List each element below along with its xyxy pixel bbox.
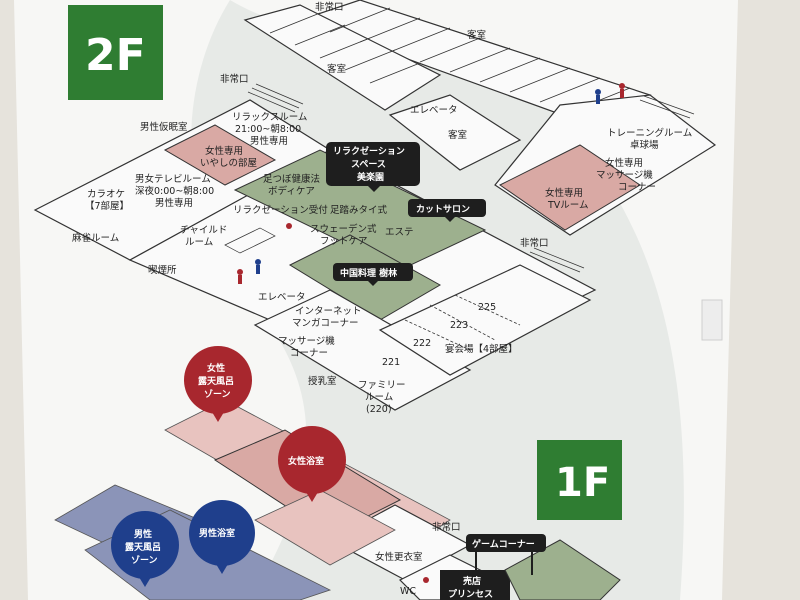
cut-salon-callout: カットサロン [408, 199, 486, 222]
karaoke-rooms-label: 【7部屋】 [85, 200, 129, 212]
restroom-icons-2f [237, 83, 625, 284]
room-225-label: 225 [478, 302, 496, 313]
internet-label-1: インターネット [295, 306, 362, 317]
karaoke-label: カラオケ [87, 189, 125, 200]
elevator-mid-label: エレベータ [258, 292, 306, 303]
mens-outdoor-pin: 男性 露天風呂 ゾーン [111, 511, 179, 587]
swedish-label-2: フットケア [320, 236, 368, 247]
relax-room-label: リラックスルーム [232, 112, 307, 123]
relaxation-callout: リラクゼーション スペース 美楽園 [326, 142, 420, 192]
room-223-label: 223 [450, 320, 468, 331]
mens-outdoor-label-2: 露天風呂 [125, 542, 161, 553]
child-room-label-2: ルーム [185, 237, 213, 248]
relax-reception-label: リラクゼーション受付 [233, 204, 328, 216]
healing-room-label: いやしの部屋 [200, 157, 257, 169]
massage-2-label-2: コーナー [290, 348, 328, 359]
mahjong-label: 麻雀ルーム [72, 232, 119, 244]
healing-room [163, 124, 277, 186]
womens-tv-label-2: TVルーム [547, 200, 589, 211]
floor-2f-badge [68, 5, 163, 100]
cut-salon-label: カットサロン [416, 204, 470, 215]
table-tennis-label: 卓球場 [630, 139, 659, 151]
emergency-exit-top-label: 非常口 [315, 1, 344, 13]
room-221-label: 221 [382, 357, 400, 368]
game-corner-callout: ゲームコーナー [466, 534, 546, 575]
relaxation-callout-line2: スペース [351, 159, 386, 170]
family-room-label-2: ルーム [365, 392, 393, 403]
womens-tv-room [499, 144, 641, 231]
guest-room-mid-label: 客室 [448, 129, 467, 141]
banquet-label: 宴会場【4部屋】 [445, 343, 518, 355]
womens-outdoor-pin: 女性 露天風呂 ゾーン [184, 346, 252, 422]
womens-outdoor-label-2: 露天風呂 [198, 376, 234, 387]
esthe-label: エステ [385, 227, 414, 238]
relax-room-hours: 21:00~朝8:00 [235, 124, 301, 135]
guest-room-block-mid [388, 94, 522, 171]
mens-outdoor-label-3: ゾーン [131, 554, 158, 566]
unisex-tv-label: 男女テレビルーム [135, 173, 211, 185]
elevator-top-label: エレベータ [410, 105, 458, 116]
corner-label: コーナー [618, 182, 656, 193]
swedish-label-1: スウェーデン式 [310, 223, 377, 235]
game-corner-area [504, 539, 621, 600]
guest-room-top-label: 客室 [467, 29, 486, 41]
massage-2-label-1: マッサージ機 [278, 335, 335, 347]
womens-only-label: 女性専用 [205, 145, 243, 157]
mens-bath-pin: 男性浴室 [189, 500, 255, 574]
family-room-label-3: (220) [366, 404, 392, 415]
womens-tv-label-1: 女性専用 [545, 187, 583, 199]
relaxation-callout-line3: 美楽園 [357, 171, 384, 183]
lower-block [253, 289, 472, 411]
game-corner-label: ゲームコーナー [472, 538, 535, 550]
womens-only-2-label: 女性専用 [605, 157, 643, 169]
room-222-label: 222 [413, 338, 431, 349]
womens-bath-lower [254, 489, 396, 566]
unisex-tv-hours: 深夜0:00~朝8:00 [135, 185, 214, 197]
body-care-label: ボディケア [268, 185, 315, 197]
floor-1f-label: 1F [555, 460, 610, 506]
relax-room-men: 男性専用 [250, 135, 288, 147]
family-room-label-1: ファミリー [358, 380, 406, 391]
wc-label: WC [400, 586, 416, 597]
chinese-restaurant-label: 中国料理 樹林 [340, 267, 398, 279]
foot-thai-label: 足踏みタイ式 [330, 204, 388, 216]
floor-2f-labels: 非常口 客室 客室 非常口 エレベータ 客室 男性仮眠室 リラックスルーム 21… [72, 1, 692, 415]
training-room-label: トレーニングルーム [607, 127, 692, 139]
womens-outdoor-label-1: 女性 [207, 362, 225, 374]
emergency-exit-1f-label: 非常口 [432, 521, 461, 533]
floor-2f-label: 2F [85, 30, 146, 81]
floor-1f-badge [537, 440, 622, 520]
mens-nap-room-label: 男性仮眠室 [140, 121, 188, 133]
shop-label-2: プリンセス [448, 588, 493, 600]
foot-health-label: 足つぼ健康法 [263, 173, 320, 185]
unisex-tv-men: 男性専用 [155, 197, 193, 209]
smoking-label: 喫煙所 [148, 264, 177, 276]
internet-label-2: マンガコーナー [292, 318, 359, 329]
emergency-exit-right-label: 非常口 [520, 237, 549, 249]
womens-bath-pin: 女性浴室 [278, 426, 346, 502]
relaxation-callout-line1: リラクゼーション [333, 145, 405, 157]
mens-bath-label: 男性浴室 [199, 527, 235, 539]
nursing-room-label: 授乳室 [308, 375, 337, 387]
womens-changing-label: 女性更衣室 [375, 551, 423, 563]
chinese-restaurant-callout: 中国料理 樹林 [333, 263, 413, 286]
child-room-label-1: チャイルド [180, 225, 227, 236]
emergency-exit-left-label: 非常口 [220, 73, 249, 85]
mens-outdoor-label-1: 男性 [134, 528, 152, 540]
poster-clip [701, 299, 723, 341]
guest-room-block-left [243, 4, 442, 111]
banquet-hall [378, 264, 592, 376]
massage-chair-corner-label: マッサージ機 [596, 169, 653, 181]
shop-label-1: 売店 [463, 575, 481, 587]
guest-room-left-label: 客室 [327, 63, 346, 75]
womens-outdoor-label-3: ゾーン [204, 388, 231, 400]
womens-bath-label: 女性浴室 [288, 455, 324, 467]
womens-restroom-icon [423, 577, 429, 583]
